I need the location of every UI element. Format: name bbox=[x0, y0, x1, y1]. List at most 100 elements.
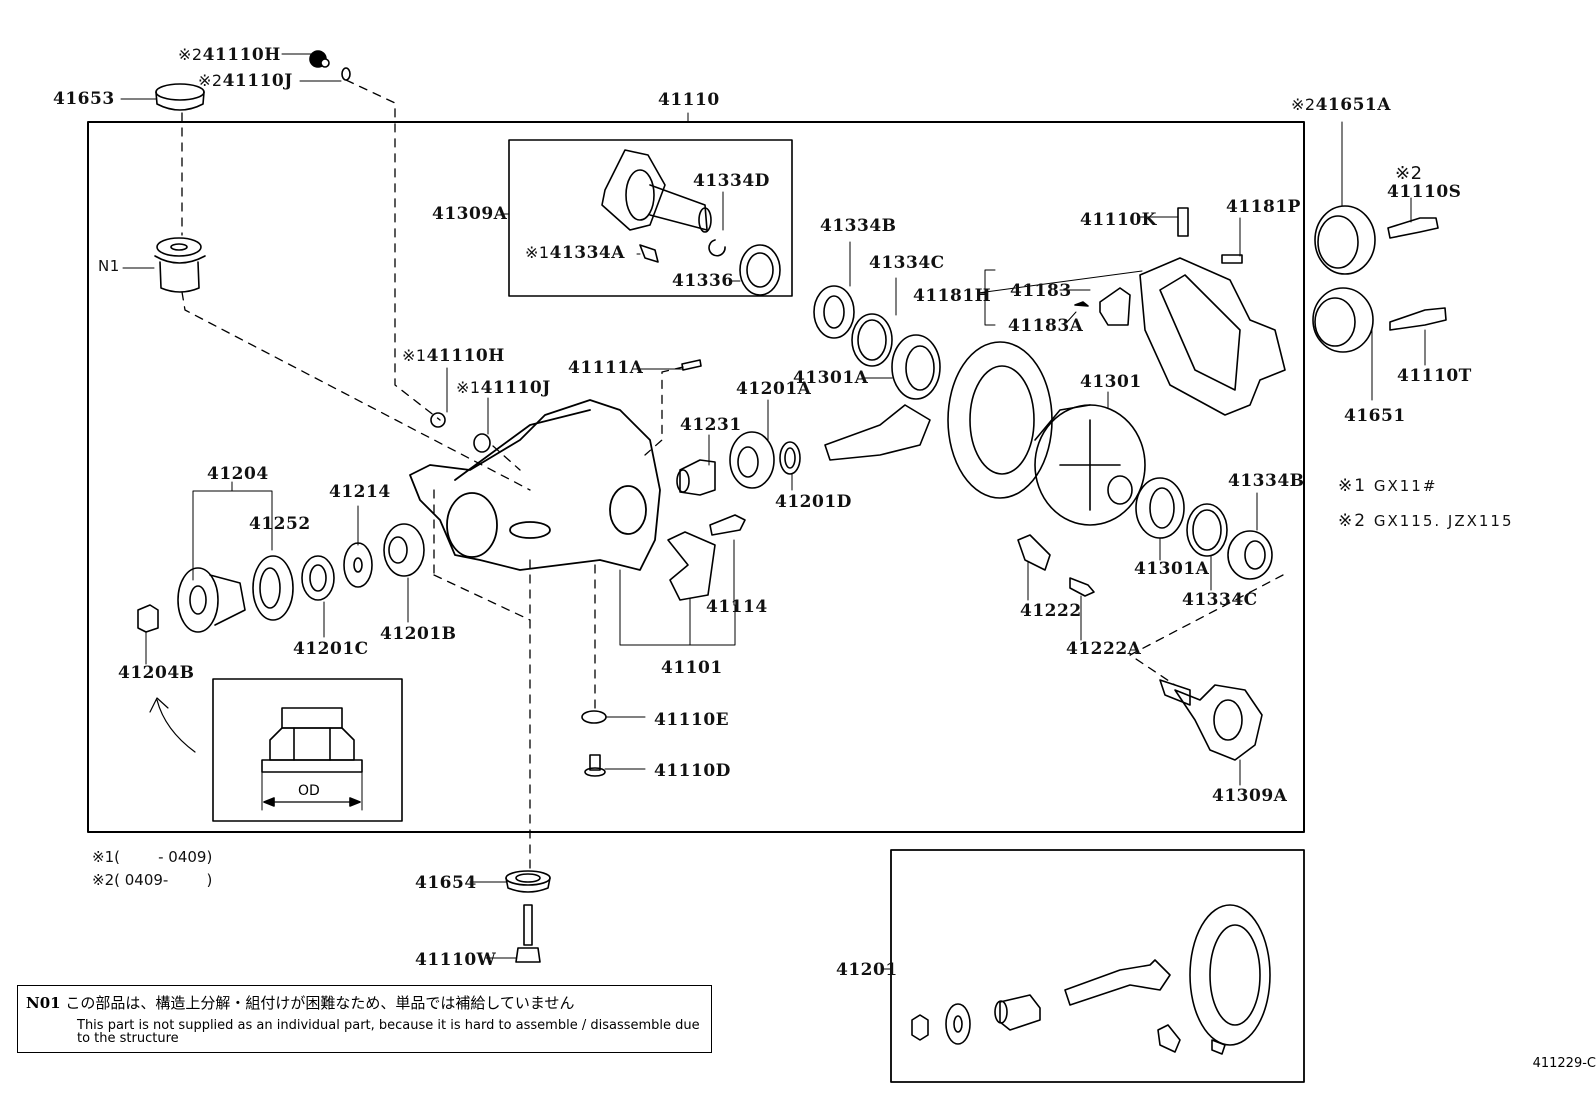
note-mark-1: ※1 bbox=[456, 378, 481, 397]
label-41110J-top[interactable]: ※241110J bbox=[198, 73, 293, 90]
note-mark-2: ※2 bbox=[178, 45, 203, 64]
label-41653[interactable]: 41653 bbox=[53, 89, 115, 109]
label-41110J-mid[interactable]: ※141110J bbox=[456, 380, 551, 397]
label-41334B-bot[interactable]: 41334B bbox=[1228, 471, 1305, 491]
part-41231-spacer bbox=[676, 434, 716, 496]
part-number: 41334A bbox=[549, 243, 625, 263]
label-41110H-mid[interactable]: ※141110H bbox=[402, 348, 505, 365]
part-41110J-gasket-mid bbox=[473, 397, 491, 453]
label-41334D[interactable]: 41334D bbox=[693, 171, 770, 191]
part-number: 41110H bbox=[426, 346, 505, 366]
part-41110E-gasket bbox=[581, 710, 646, 724]
label-41110W[interactable]: 41110W bbox=[415, 950, 497, 970]
part-number: 41110J bbox=[480, 378, 551, 398]
part-41334B-seal-bot bbox=[1227, 492, 1273, 580]
main-assembly-frame bbox=[87, 121, 1305, 833]
date-note-1: ※1( - 0409) bbox=[92, 850, 212, 865]
part-41651A-mount bbox=[1314, 121, 1376, 275]
part-number: 41110S bbox=[1387, 182, 1462, 202]
label-N1[interactable]: N1 bbox=[98, 257, 120, 275]
label-41309A-top[interactable]: 41309A bbox=[432, 204, 508, 224]
label-41101[interactable]: 41101 bbox=[661, 658, 723, 678]
label-41110H-top[interactable]: ※241110H bbox=[178, 47, 281, 64]
label-41334B-top[interactable]: 41334B bbox=[820, 216, 897, 236]
part-41301-differential-case bbox=[1034, 391, 1146, 526]
label-41334C-bot[interactable]: 41334C bbox=[1182, 590, 1258, 610]
part-41181P-bolt bbox=[1221, 217, 1243, 264]
legend-item-2: ※2 GX115. JZX115 bbox=[1338, 511, 1514, 531]
label-41651A[interactable]: ※241651A bbox=[1291, 97, 1391, 114]
label-41654[interactable]: 41654 bbox=[415, 873, 477, 893]
part-number: 41110J bbox=[222, 71, 293, 91]
label-41252[interactable]: 41252 bbox=[249, 514, 311, 534]
label-41201[interactable]: 41201 bbox=[836, 960, 898, 980]
label-41201C[interactable]: 41201C bbox=[293, 639, 369, 659]
inset-nut-drawing bbox=[261, 707, 363, 811]
legend-mark: ※2 bbox=[1338, 511, 1368, 531]
part-41204-flange bbox=[177, 481, 273, 633]
part-41222A-bolt bbox=[1069, 577, 1095, 641]
note-mark-2: ※2 bbox=[1395, 163, 1423, 184]
label-41334C-top[interactable]: 41334C bbox=[869, 253, 945, 273]
part-41309A-flange-bot bbox=[1159, 679, 1263, 786]
part-41654-stopper bbox=[469, 870, 551, 893]
label-41301A-bot[interactable]: 41301A bbox=[1134, 559, 1210, 579]
note-range: ( 0409- ) bbox=[114, 871, 213, 889]
part-41110W-bolt bbox=[485, 904, 541, 963]
label-41201D[interactable]: 41201D bbox=[775, 492, 852, 512]
label-41110-main[interactable]: 41110 bbox=[658, 90, 720, 110]
part-41252-deflector bbox=[252, 555, 294, 621]
label-41214[interactable]: 41214 bbox=[329, 482, 391, 502]
label-41114[interactable]: 41114 bbox=[706, 597, 768, 617]
part-41101-bearing-cap bbox=[619, 531, 736, 646]
label-41222A[interactable]: 41222A bbox=[1066, 639, 1142, 659]
part-41201C-seal bbox=[301, 555, 335, 638]
label-41204B[interactable]: 41204B bbox=[118, 663, 195, 683]
part-41101-carrier-housing bbox=[409, 399, 661, 571]
label-41336[interactable]: 41336 bbox=[672, 271, 734, 291]
label-41110D[interactable]: 41110D bbox=[654, 761, 731, 781]
label-41110K[interactable]: 41110K bbox=[1080, 210, 1157, 230]
part-41183-bracket bbox=[1059, 287, 1131, 326]
label-41110E[interactable]: 41110E bbox=[654, 710, 730, 730]
part-41651-mount bbox=[1312, 287, 1374, 401]
part-41201D-washer bbox=[779, 441, 801, 491]
subassembly-box-41309A bbox=[508, 139, 793, 297]
dashed-guide-lines bbox=[181, 79, 1284, 876]
part-41181H-cover bbox=[977, 257, 1286, 416]
part-41110H-plug-top bbox=[281, 50, 351, 82]
part-41309A-flange-top bbox=[500, 149, 781, 296]
part-41334C-shim-bot bbox=[1186, 503, 1228, 591]
label-41301[interactable]: 41301 bbox=[1080, 372, 1142, 392]
label-41222[interactable]: 41222 bbox=[1020, 601, 1082, 621]
label-41110T[interactable]: 41110T bbox=[1397, 366, 1472, 386]
label-41651[interactable]: 41651 bbox=[1344, 406, 1406, 426]
label-41181H[interactable]: 41181H bbox=[913, 286, 992, 306]
inset-nut-box bbox=[212, 678, 403, 822]
part-41110S-bolt bbox=[1387, 197, 1439, 239]
note-box-N01: N01 この部品は、構造上分解・組付けが困難なため、単品では補給していません T… bbox=[17, 985, 712, 1053]
note-mark-2: ※2 bbox=[1291, 95, 1316, 114]
label-41201A[interactable]: 41201A bbox=[736, 379, 812, 399]
label-41201B[interactable]: 41201B bbox=[380, 624, 457, 644]
part-41110D-drain-plug bbox=[584, 754, 646, 777]
part-41334C-shim-top bbox=[851, 277, 897, 367]
label-41334A[interactable]: ※141334A bbox=[525, 245, 625, 262]
legend-mark: ※1 bbox=[1338, 476, 1368, 496]
label-41204[interactable]: 41204 bbox=[207, 464, 269, 484]
label-41309A-bot[interactable]: 41309A bbox=[1212, 786, 1288, 806]
part-41110K-breather bbox=[1139, 207, 1189, 237]
label-41111A[interactable]: 41111A bbox=[568, 358, 644, 378]
note-mark-2: ※2 bbox=[198, 71, 223, 90]
label-41301A-top[interactable]: 41301A bbox=[793, 368, 869, 388]
note-mark-1: ※1 bbox=[525, 243, 550, 262]
label-41183[interactable]: 41183 bbox=[1010, 281, 1072, 301]
part-41201A-bearing bbox=[729, 399, 775, 489]
part-ring-gear-pinion bbox=[824, 341, 1053, 499]
label-41181P[interactable]: 41181P bbox=[1226, 197, 1301, 217]
figure-code: 411229-C bbox=[1532, 1056, 1596, 1071]
label-41183A[interactable]: 41183A bbox=[1008, 316, 1084, 336]
label-41231[interactable]: 41231 bbox=[680, 415, 742, 435]
part-N1-bushing bbox=[122, 237, 206, 293]
